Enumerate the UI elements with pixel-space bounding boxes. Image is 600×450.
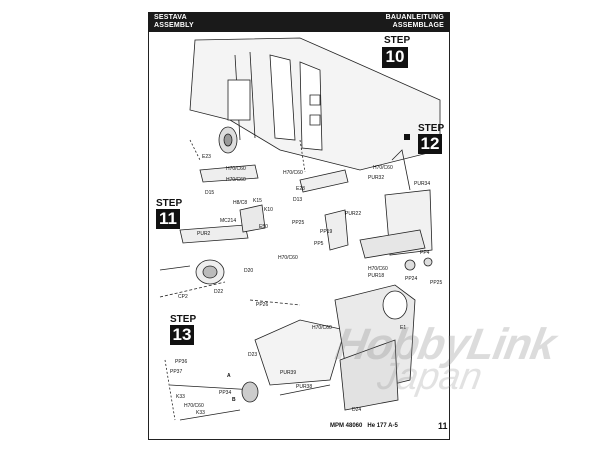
part-d13: D13 xyxy=(293,197,303,203)
step11-number: 11 xyxy=(156,209,180,229)
step11-drawing xyxy=(159,204,266,298)
step13-number-text: 13 xyxy=(172,325,192,344)
footer-catalog-number: MPM 48060 xyxy=(330,423,363,429)
color-tag-4: H70/C60 xyxy=(373,165,393,171)
part-k33b: K33 xyxy=(196,410,205,416)
part-pp37: PP37 xyxy=(170,369,183,375)
header-bar: SESTAVA ASSEMBLY BAUANLEITUNG ASSEMBLAGE xyxy=(148,12,450,32)
part-d20: D20 xyxy=(244,268,254,274)
part-pp36: PP36 xyxy=(175,359,188,365)
step11-number-text: 11 xyxy=(159,209,177,228)
part-pur18: PUR18 xyxy=(368,273,385,279)
part-pp25a: PP25 xyxy=(292,220,305,226)
color-tag-black: MC214 xyxy=(220,218,237,224)
step10-fuselage-drawing xyxy=(189,37,441,193)
page-number: 11 xyxy=(438,421,448,431)
part-pp34: PP34 xyxy=(219,390,232,396)
color-tag-8: H70/C60 xyxy=(184,403,204,409)
part-pur39: PUR39 xyxy=(280,370,297,376)
part-pp26: PP26 xyxy=(256,302,269,308)
part-d22: D22 xyxy=(214,289,224,295)
part-b: B xyxy=(232,397,236,403)
step12-option-icon xyxy=(404,134,410,140)
part-k10: K10 xyxy=(264,207,273,213)
footer-model: He 177 A-5 xyxy=(367,423,398,429)
part-pur34: PUR34 xyxy=(414,181,431,187)
part-e1: E1 xyxy=(400,325,407,331)
step13-label: STEP xyxy=(170,314,197,325)
part-e28: E28 xyxy=(296,186,305,192)
step13-number: 13 xyxy=(170,325,194,345)
step10-label: STEP xyxy=(384,35,411,46)
step12-number-text: 12 xyxy=(420,134,440,153)
part-d23: D23 xyxy=(248,352,258,358)
part-pp5: PP5 xyxy=(314,241,324,247)
part-pur32: PUR32 xyxy=(368,175,385,181)
color-tag-6: H70/C60 xyxy=(368,266,388,272)
step10-number-text: 10 xyxy=(385,47,405,66)
color-tag-5: H70/C60 xyxy=(278,255,298,261)
part-pp25b: PP25 xyxy=(430,280,443,286)
part-pur38: PUR38 xyxy=(296,384,313,390)
part-pp4: PP4 xyxy=(420,250,430,256)
part-pur22: PUR22 xyxy=(345,211,362,217)
step10-number: 10 xyxy=(382,47,408,68)
part-cp2: CP2 xyxy=(178,294,188,300)
part-d24: D24 xyxy=(352,407,362,413)
watermark-line2: Japan xyxy=(374,356,486,398)
header-left-line2: ASSEMBLY xyxy=(154,22,194,29)
header-right-line2: ASSEMBLAGE xyxy=(392,22,444,29)
part-k15: K15 xyxy=(253,198,262,204)
part-pp24: PP24 xyxy=(405,276,418,282)
header-left: SESTAVA ASSEMBLY xyxy=(154,14,194,30)
part-e50: E50 xyxy=(259,224,268,230)
step12-label: STEP xyxy=(418,123,445,134)
header-right: BAUANLEITUNG ASSEMBLAGE xyxy=(386,14,444,30)
step13-drawing xyxy=(164,284,416,421)
part-d15: D15 xyxy=(205,190,215,196)
color-tag-2: H70/C60 xyxy=(226,177,246,183)
part-k33a: K33 xyxy=(176,394,185,400)
step12-drawing xyxy=(324,149,433,271)
color-tag-7: H70/C60 xyxy=(312,325,332,331)
part-pp19: PP19 xyxy=(320,229,333,235)
color-tag-1: H70/C60 xyxy=(226,166,246,172)
step12-number: 12 xyxy=(418,134,442,154)
step11-label: STEP xyxy=(156,198,183,209)
color-tag-3: H70/C60 xyxy=(283,170,303,176)
part-a: A xyxy=(227,373,231,379)
footer-catalog: MPM 48060 He 177 A-5 xyxy=(330,423,398,429)
part-pur2: PUR2 xyxy=(197,231,211,237)
color-tag-alu: H8/C8 xyxy=(233,200,248,206)
header-left-line1: SESTAVA xyxy=(154,14,187,21)
part-e23: E23 xyxy=(202,154,211,160)
header-right-line1: BAUANLEITUNG xyxy=(385,14,444,21)
